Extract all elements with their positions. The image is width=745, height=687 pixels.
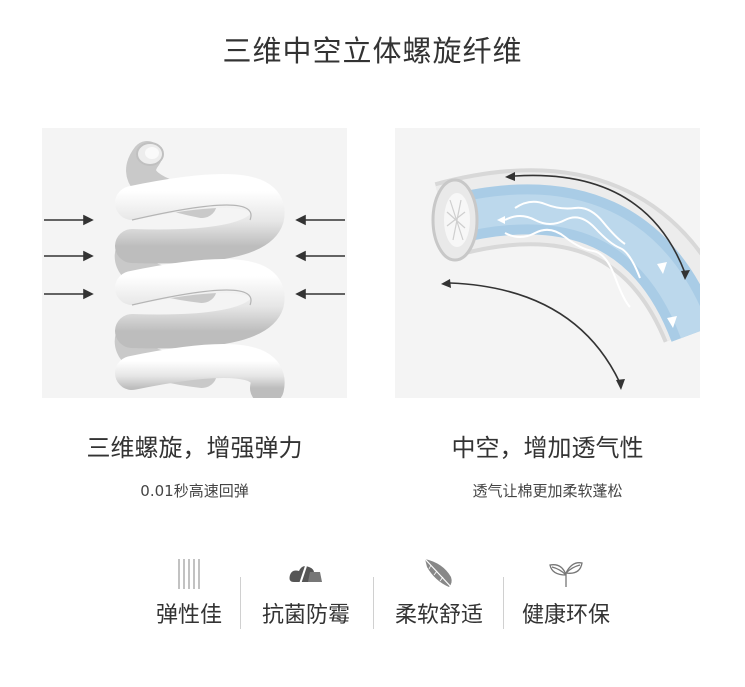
feature-elasticity: 弹性佳 [145,555,233,635]
cloud-shield-icon [245,555,367,593]
feature-antibacterial: 抗菌防霉 [245,555,367,635]
feature-label: 抗菌防霉 [261,603,350,628]
feather-icon [379,555,499,593]
divider [240,577,241,629]
leaf-icon [507,555,625,593]
airflow-arrows [449,174,686,384]
right-card-subtitle: 透气让棉更加柔软蓬松 [472,482,623,500]
feature-label: 健康环保 [521,603,610,628]
right-card-title: 中空，增加透气性 [451,434,644,462]
spiral-fiber-illustration [42,128,347,398]
feature-softness: 柔软舒适 [379,555,499,635]
feature-label: 柔软舒适 [394,603,483,628]
page-title: 三维中空立体螺旋纤维 [222,34,523,68]
airflow-lines [504,200,641,308]
compression-arrows-left [44,214,94,300]
vertical-lines-icon [145,555,233,593]
hollow-fiber-illustration [395,128,700,398]
left-card-title: 三维螺旋，增强弹力 [86,434,303,462]
feature-list: 弹性佳 抗菌防霉 柔软舒适 [145,555,625,635]
compression-arrows-right [295,214,345,300]
divider [503,577,504,629]
left-card-subtitle: 0.01秒高速回弹 [140,482,249,500]
feature-label: 弹性佳 [155,603,222,628]
feature-eco: 健康环保 [507,555,625,635]
divider [373,577,374,629]
